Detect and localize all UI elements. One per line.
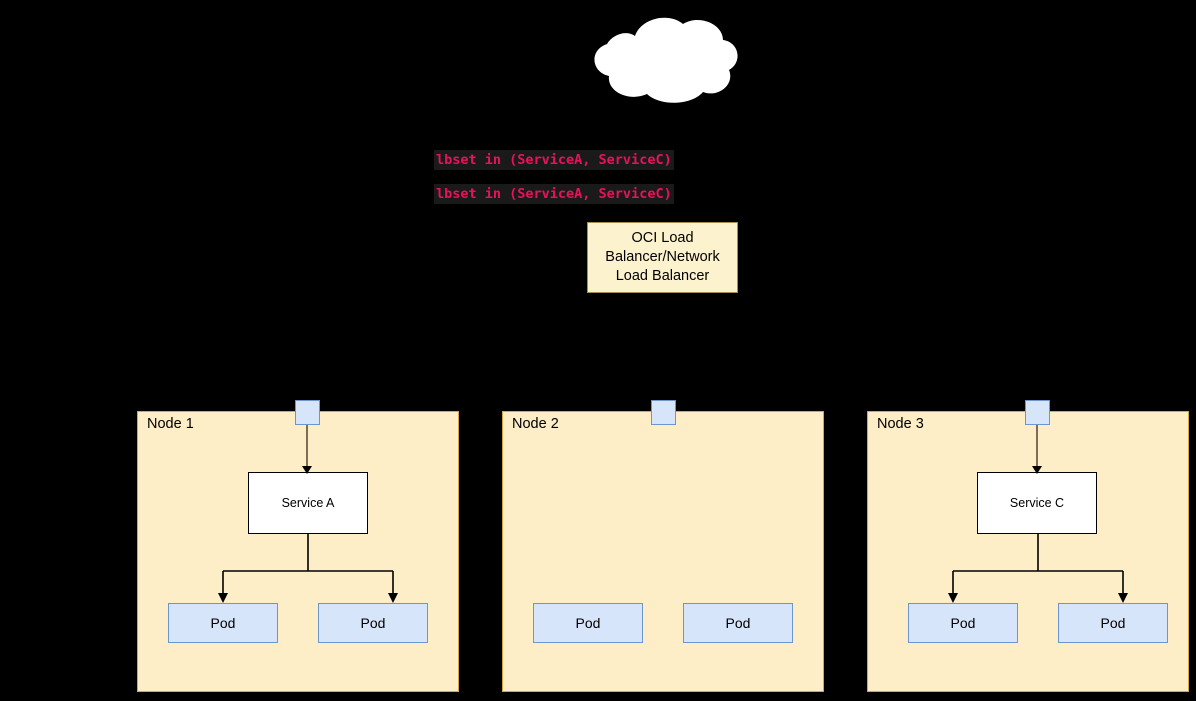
node-port-icon-3[interactable] xyxy=(1025,400,1050,425)
arrowhead-port-to-service-1 xyxy=(302,466,312,474)
oci-load-balancer-label: OCI Load Balancer/Network Load Balancer xyxy=(605,230,720,284)
internet-cloud-icon xyxy=(583,10,745,108)
node-port-icon-2[interactable] xyxy=(651,400,676,425)
pod-box-3b[interactable]: Pod xyxy=(1058,603,1168,643)
pod-box-2b[interactable]: Pod xyxy=(683,603,793,643)
pod-box-1a[interactable]: Pod xyxy=(168,603,278,643)
pod-box-3a[interactable]: Pod xyxy=(908,603,1018,643)
node-label-3: Node 3 xyxy=(877,416,924,432)
pod-box-2a[interactable]: Pod xyxy=(533,603,643,643)
pod-label-3b: Pod xyxy=(1100,615,1126,631)
node-label-2: Node 2 xyxy=(512,416,559,432)
pod-label-2b: Pod xyxy=(725,615,751,631)
service-label-a: Service A xyxy=(281,496,335,510)
connector-port-to-service-3 xyxy=(1036,425,1038,469)
pod-label-1b: Pod xyxy=(360,615,386,631)
service-box-a[interactable]: Service A xyxy=(248,472,368,534)
connector-port-to-service-1 xyxy=(306,425,308,469)
arrowhead-port-to-service-3 xyxy=(1032,466,1042,474)
oci-load-balancer-box[interactable]: OCI Load Balancer/Network Load Balancer xyxy=(587,222,738,293)
service-box-c[interactable]: Service C xyxy=(977,472,1097,534)
node-container-1[interactable]: Node 1 xyxy=(137,411,459,692)
node-container-2[interactable]: Node 2 xyxy=(502,411,824,692)
node-container-3[interactable]: Node 3 xyxy=(867,411,1189,692)
connector-service-to-pods-3 xyxy=(940,533,1136,605)
pod-label-3a: Pod xyxy=(950,615,976,631)
connector-service-to-pods-1 xyxy=(210,533,406,605)
node-label-1: Node 1 xyxy=(147,416,194,432)
pod-label-1a: Pod xyxy=(210,615,236,631)
pod-label-2a: Pod xyxy=(575,615,601,631)
lbset-annotation-1: lbset in (ServiceA, ServiceC) xyxy=(434,150,674,170)
pod-box-1b[interactable]: Pod xyxy=(318,603,428,643)
service-label-c: Service C xyxy=(1009,496,1065,510)
node-port-icon-1[interactable] xyxy=(295,400,320,425)
lbset-annotation-2: lbset in (ServiceA, ServiceC) xyxy=(434,184,674,204)
